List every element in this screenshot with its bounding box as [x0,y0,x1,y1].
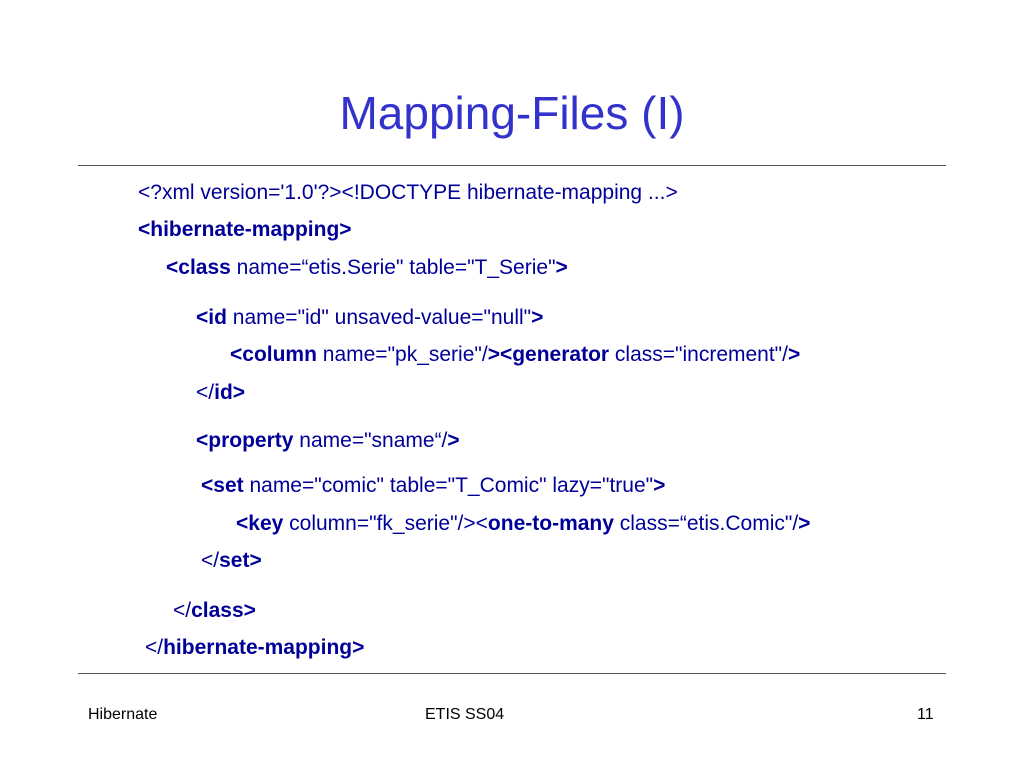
code-segment: <set [201,474,244,497]
footer-center: ETIS SS04 [425,706,505,723]
code-segment: column="fk_serie"/>< [283,512,488,535]
code-line-6: </id> [196,380,245,406]
code-segment: </ [201,549,220,572]
code-segment: > [787,343,801,366]
code-segment: name="pk_serie"/ [316,343,488,366]
code-segment: <property [196,429,294,452]
code-segment: name="comic" table="T_Comic" lazy="true" [243,474,654,497]
code-segment: name="id" unsaved-value="null" [226,306,532,329]
page-title: Mapping-Files (I) [339,87,685,139]
code-line-1: <?xml version='1.0'?><!DOCTYPE hibernate… [138,180,678,206]
code-segment: one-to-many [487,512,614,535]
code-segment: > [555,256,568,279]
code-segment: <class [166,256,231,279]
code-line-7: <property name="sname“/> [196,428,460,454]
code-segment: id> [214,381,246,404]
top-divider [78,165,946,166]
code-line-10: </set> [201,548,262,574]
code-line-8: <set name="comic" table="T_Comic" lazy="… [201,473,665,499]
bottom-divider [78,673,946,674]
code-segment: hibernate-mapping> [163,636,365,659]
code-segment: name=“etis.Serie" table="T_Serie" [230,256,556,279]
code-segment: </ [145,636,164,659]
code-segment: > [447,429,460,452]
code-segment: </ [173,599,192,622]
code-segment: </ [196,381,215,404]
code-line-9: <key column="fk_serie"/><one-to-many cla… [236,511,810,537]
code-line-2: <hibernate-mapping> [138,217,352,243]
code-segment: set> [219,549,262,572]
code-segment: > [798,512,811,535]
footer-page-number: 11 [917,706,934,723]
code-segment: class=“etis.Comic"/ [613,512,799,535]
code-line-3: <class name=“etis.Serie" table="T_Serie"… [166,255,568,281]
code-segment: class> [191,599,256,622]
code-line-5: <column name="pk_serie"/><generator clas… [230,342,800,368]
code-segment: class="increment"/ [609,343,788,366]
code-segment: <key [236,512,284,535]
code-segment: ><generator [487,343,610,366]
code-line-11: </class> [173,598,256,624]
code-line-12: </hibernate-mapping> [145,635,364,661]
footer-left: Hibernate [88,706,158,723]
code-line-4: <id name="id" unsaved-value="null"> [196,305,543,331]
code-segment: <column [230,343,317,366]
code-segment: > [653,474,666,497]
code-segment: <hibernate-mapping> [138,218,352,241]
code-segment: <?xml version='1.0'?><!DOCTYPE hibernate… [138,181,678,204]
code-segment: > [531,306,544,329]
code-segment: <id [196,306,227,329]
code-segment: name="sname“/ [293,429,448,452]
